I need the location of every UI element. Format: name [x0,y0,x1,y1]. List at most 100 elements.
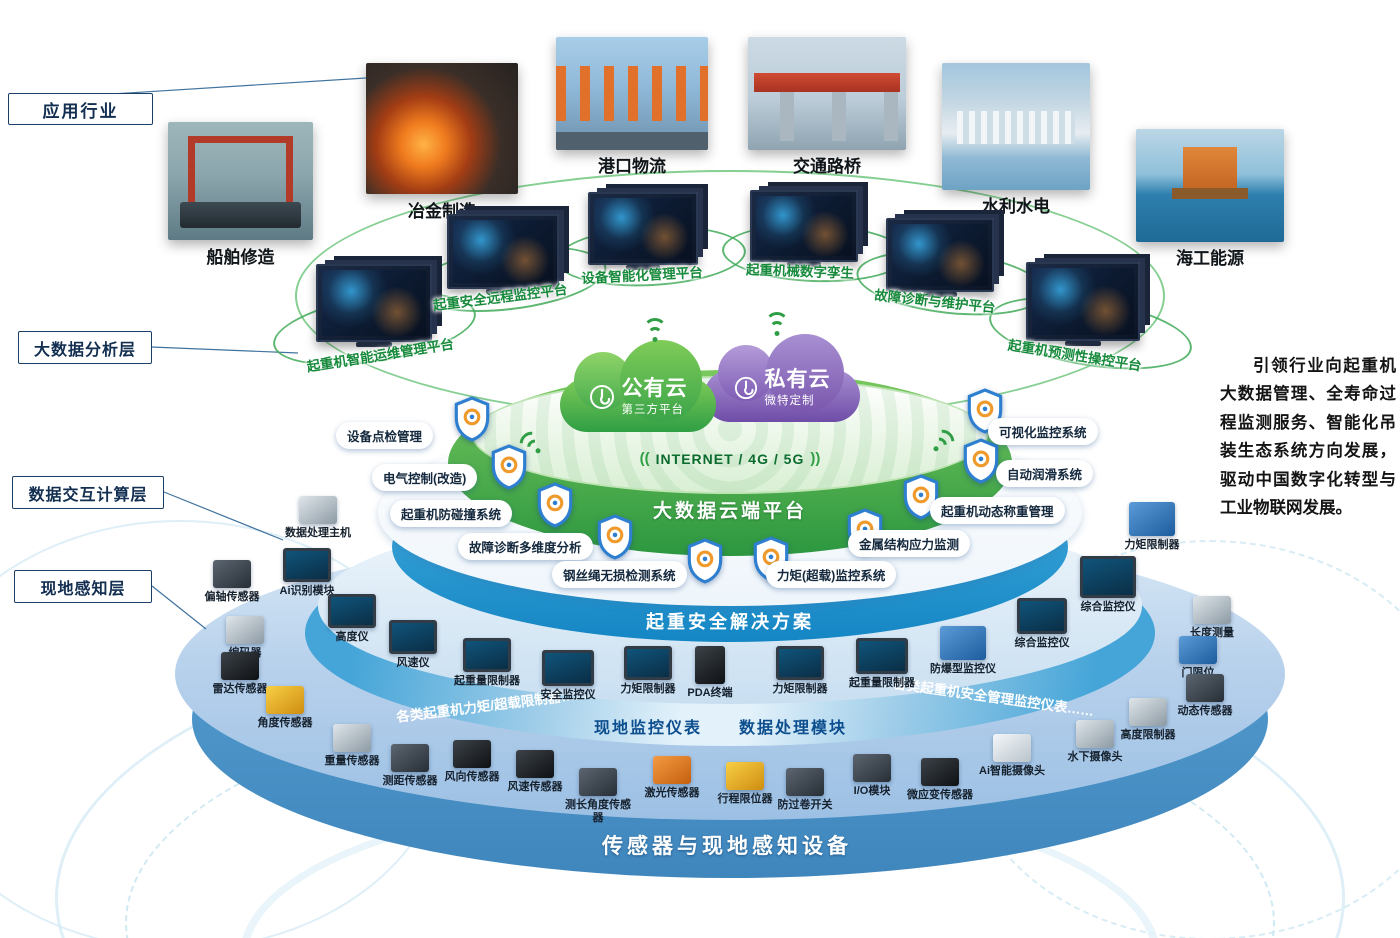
layer-label: 大数据分析层 [33,341,136,359]
industry-label: 港口物流 [598,157,666,176]
solution-label: 自动润滑系统 [996,460,1094,487]
industry-photo-shipbuilding [168,122,313,240]
device-image [921,758,959,786]
device-item: 风速仪 [375,620,451,670]
public-cloud: 公有云 第三方平台 [560,340,716,432]
device-label: 风向传感器 [444,771,500,783]
device-image [726,762,764,790]
wifi-icon [762,310,792,336]
device-label: 力矩限制器 [1124,539,1180,551]
device-item: I/O模块 [834,754,910,798]
device-label: 高度仪 [335,631,369,643]
device-label: 高度限制器 [1120,729,1176,741]
layer-box-analysis: 大数据分析层 [18,331,152,364]
industry-photo-transport-bridge [748,37,906,150]
device-label: 测距传感器 [382,775,438,787]
device-item: 力矩限制器 [610,646,686,696]
device-item: 力矩限制器 [762,646,838,696]
device-image [1076,720,1114,748]
platform-screen [316,264,432,347]
device-label: 激光传感器 [644,787,700,799]
device-item: 防过卷开关 [767,768,843,812]
device-image [776,646,824,680]
industry-photo-offshore-energy [1136,129,1284,242]
layer-label: 现地感知层 [40,580,126,598]
device-item: 测距传感器 [372,744,448,788]
device-image [463,638,511,672]
device-image [391,744,429,772]
device-label: 力矩限制器 [772,683,828,695]
device-image [328,594,376,628]
device-image [299,496,337,524]
device-label: 起重量限制器 [454,675,520,687]
device-item: 力矩限制器 [1114,502,1190,552]
local-instruments-band: 现地监控仪表 [593,720,702,737]
private-cloud-title: 私有云 [764,368,831,392]
shield-icon [537,482,573,528]
cloud-platform-band: 大数据云端平台 [652,501,807,522]
layer-box-sensing: 现地感知层 [14,570,152,603]
crane-hook-icon [589,385,614,409]
device-item: 风速传感器 [497,750,573,794]
wifi-icon [640,316,670,342]
industry-photo-hydropower [942,63,1090,190]
signal-left-icon: (( [639,450,650,467]
device-item: 防爆型监控仪 [925,626,1001,676]
device-label: 安全监控仪 [540,689,596,701]
shield-icon [491,444,527,490]
device-item: PDA终端 [672,646,748,700]
device-label: 水下摄像头 [1067,751,1123,763]
layer-label: 应用行业 [42,101,119,121]
device-label: 起重量限制器 [849,677,915,689]
device-image [1186,674,1224,702]
solutions-band-label: 起重安全解决方案 [646,612,814,632]
industry-photo-port-logistics [556,37,708,150]
device-label: 动态传感器 [1177,705,1233,717]
device-item: Ai智能摄像头 [974,734,1050,778]
device-image [993,734,1031,762]
device-label: I/O模块 [853,785,891,797]
data-modules-band: 数据处理模块 [738,720,847,737]
device-label: 雷达传感器 [212,683,268,695]
device-image [226,616,264,644]
device-label: 综合监控仪 [1014,637,1070,649]
device-item: 安全监控仪 [530,650,606,702]
device-item: 风向传感器 [434,740,510,784]
platform-screen [1026,262,1140,346]
cloud-disc-top [472,376,988,494]
device-label: 防过卷开关 [777,799,833,811]
platform-screen [750,190,858,267]
device-item: 长度测量 [1174,596,1250,640]
side-note: 引领行业向起重机大数据管理、全寿命过程监测服务、智能化吊装生态系统方向发展，驱动… [1220,357,1396,517]
device-image [853,754,891,782]
device-image [624,646,672,680]
device-label: 综合监控仪 [1080,601,1136,613]
device-label: PDA终端 [687,687,733,699]
device-item: 高度仪 [314,594,390,644]
internet-label: INTERNET / 4G / 5G [655,450,805,467]
device-label: 防爆型监控仪 [930,663,996,675]
solution-label: 力矩(超载)监控系统 [766,561,897,588]
public-cloud-subtitle: 第三方平台 [621,403,684,416]
device-item: Ai识别模块 [269,548,345,598]
device-item: 起重量限制器 [449,638,525,688]
platform-screen [588,192,698,270]
solution-label: 金属结构应力监测 [848,530,971,557]
device-item: 起重量限制器 [844,638,920,690]
device-image [266,686,304,714]
device-image [542,650,594,686]
layer-label: 数据交互计算层 [28,486,148,504]
device-image [1129,502,1175,536]
device-item: 水下摄像头 [1057,720,1133,764]
device-item: 综合监控仪 [1004,598,1080,650]
device-image [333,724,371,752]
device-item: 偏轴传感器 [194,560,270,604]
device-image [1193,596,1231,624]
industry-label: 船舶修造 [206,248,275,267]
device-image [389,620,437,654]
bottom-band-label: 传感器与现地感知设备 [602,835,852,858]
shield-icon [597,514,633,560]
device-item: 高度限制器 [1110,698,1186,742]
